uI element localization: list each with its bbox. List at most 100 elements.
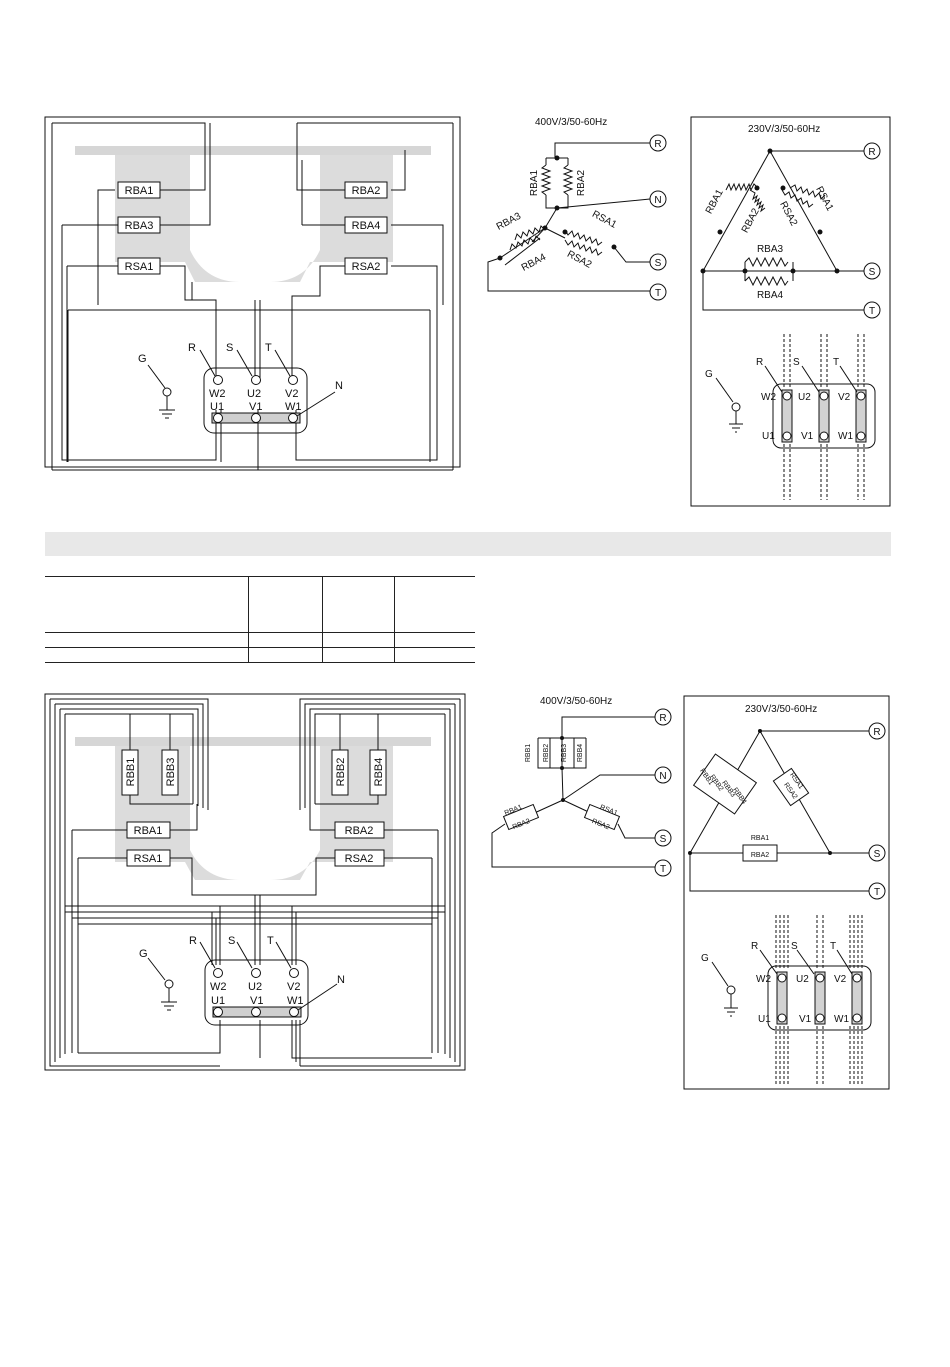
terminal-label: U1	[762, 431, 775, 442]
resistor-label: RBB4	[577, 744, 584, 762]
phase-label: R	[751, 941, 758, 952]
phase-label: T	[265, 342, 272, 354]
heater-label: RBA4	[352, 220, 381, 232]
resistor-label: RBA3	[757, 244, 784, 255]
node-label: R	[659, 713, 666, 724]
neutral-label: N	[337, 974, 345, 986]
terminal-label: V1	[799, 1014, 812, 1025]
heater-label: RBA3	[125, 220, 154, 232]
heater-label: RBB4	[373, 758, 385, 787]
terminal-label: W1	[838, 431, 853, 442]
terminal-label: W1	[834, 1014, 849, 1025]
heater-label: RSA1	[125, 261, 154, 273]
terminal-label: V2	[834, 974, 847, 985]
terminal-label: V1	[250, 995, 263, 1007]
ground-label: G	[138, 353, 147, 365]
phase-label: R	[189, 935, 197, 947]
terminal-label: V2	[285, 388, 298, 400]
node-label: T	[655, 288, 661, 299]
schematic-400v-1: 400V/3/50-60Hz R N S T RBA1 RBA2 RBA3	[487, 117, 667, 301]
terminal-label: W2	[210, 981, 227, 993]
phase-label: S	[791, 941, 798, 952]
heater-label: RBA2	[352, 185, 381, 197]
node-label: T	[660, 864, 666, 875]
table-cell	[394, 632, 475, 648]
node-label: T	[874, 887, 880, 898]
table-row	[45, 647, 475, 663]
resistor-label: RBA4	[520, 252, 549, 274]
terminal-label: W2	[756, 974, 771, 985]
node-label: R	[873, 727, 880, 738]
ground-label: G	[705, 369, 713, 380]
phase-label: T	[833, 357, 839, 368]
terminal-label: V2	[287, 981, 300, 993]
heater-label: RBA1	[125, 185, 154, 197]
node-label: T	[869, 306, 875, 317]
terminal-label: W1	[285, 401, 302, 413]
heater-label: RBA2	[345, 825, 374, 837]
resistor-label: RSA1	[590, 209, 619, 231]
panel-230v-1: 230V/3/50-60Hz R S T RBA1 RBA2 RSA1 RSA2…	[690, 116, 891, 507]
resistor-label: RBA1	[751, 835, 769, 842]
phase-label: T	[830, 941, 836, 952]
resistor-label: RBB2	[543, 744, 550, 762]
panel-230v-2: 230V/3/50-60Hz R S T RBB1 RBB2 RBB3 RBB4…	[683, 695, 890, 1090]
phase-label: S	[226, 342, 233, 354]
resistor-label: RBB1	[525, 744, 532, 762]
table-row	[45, 632, 475, 648]
resistor-label: RBA3	[495, 211, 524, 233]
resistor-label: RSA1	[813, 185, 835, 214]
table-header-row	[45, 576, 475, 633]
resistor-label: RBA2	[576, 170, 587, 197]
resistor-label: RBA2	[740, 206, 762, 235]
schematic-400v-2: 400V/3/50-60Hz R N S T RBB1 RBB2 RBB3 RB…	[491, 696, 672, 877]
heater-label: RSA2	[352, 261, 381, 273]
terminal-label: U1	[758, 1014, 771, 1025]
node-label: S	[660, 834, 667, 845]
node-label: S	[869, 267, 876, 278]
terminal-label: U1	[210, 401, 224, 413]
voltage-title: 400V/3/50-60Hz	[535, 117, 607, 128]
oven-wiring-diagram-1: RBA1 RBA3 RSA1 RBA2 RBA4 RSA2 G R S T N …	[44, 116, 461, 471]
phase-label: S	[228, 935, 235, 947]
heater-label: RBB2	[335, 758, 347, 787]
neutral-label: N	[335, 380, 343, 392]
resistor-label: RSA2	[565, 249, 594, 271]
phase-label: R	[188, 342, 196, 354]
table-cell	[321, 576, 395, 633]
table-cell	[248, 647, 323, 663]
heater-label: RSA1	[134, 853, 163, 865]
heater-label: RSA2	[345, 853, 374, 865]
heater-label: RBA1	[134, 825, 163, 837]
terminal-label: U2	[247, 388, 261, 400]
table-cell	[248, 632, 323, 648]
node-label: S	[874, 849, 881, 860]
terminal-label: V1	[249, 401, 262, 413]
node-label: N	[659, 771, 666, 782]
terminal-label: W1	[287, 995, 304, 1007]
voltage-title: 400V/3/50-60Hz	[540, 696, 612, 707]
table-cell	[248, 576, 323, 633]
section-header-bar	[45, 532, 891, 556]
resistor-label: RBB3	[561, 744, 568, 762]
node-label: R	[654, 139, 661, 150]
resistor-label: RBA2	[751, 852, 769, 859]
terminal-label: U2	[796, 974, 809, 985]
table-cell	[394, 576, 475, 633]
terminal-label: W2	[209, 388, 226, 400]
resistor-label: RBA1	[704, 187, 726, 216]
voltage-title: 230V/3/50-60Hz	[745, 704, 817, 715]
terminal-label: U1	[211, 995, 225, 1007]
heater-label: RBB1	[125, 758, 137, 787]
spec-table	[45, 576, 475, 663]
resistor-label: RSA2	[777, 200, 799, 229]
table-cell	[45, 576, 249, 633]
phase-label: S	[793, 357, 800, 368]
heater-label: RBB3	[165, 758, 177, 787]
table-cell	[321, 632, 395, 648]
terminal-label: V1	[801, 431, 814, 442]
voltage-title: 230V/3/50-60Hz	[748, 124, 820, 135]
terminal-label: U2	[248, 981, 262, 993]
table-cell	[394, 647, 475, 663]
